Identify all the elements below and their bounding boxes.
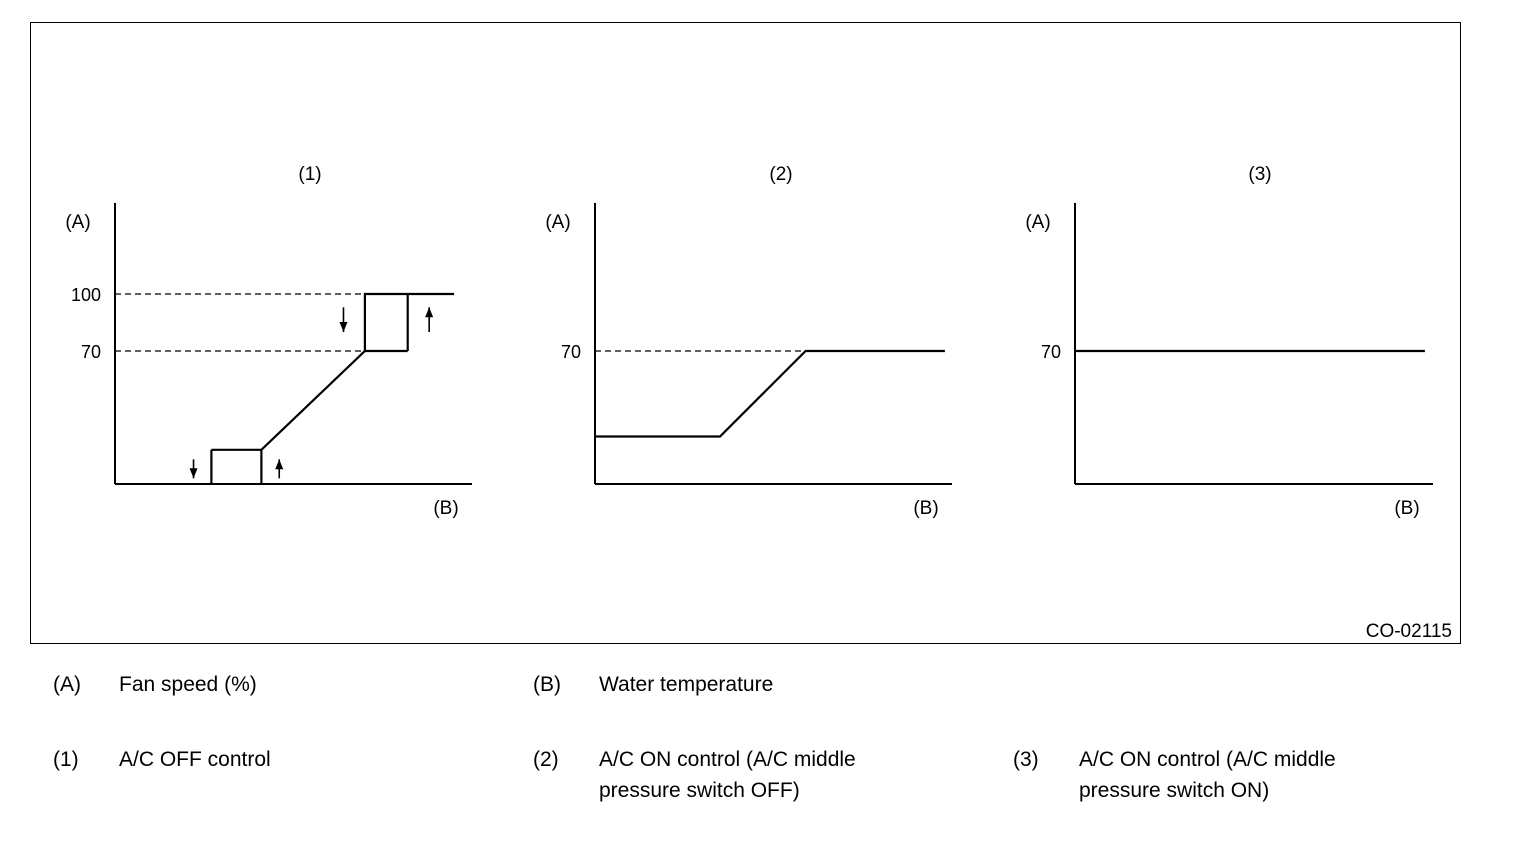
legend-row-2: (1) A/C OFF control (2) A/C ON control (…	[0, 744, 1536, 814]
series-line-1	[595, 349, 945, 438]
series-line-1	[211, 349, 408, 451]
legend-code: (1)	[53, 748, 79, 771]
legend-text: A/C OFF control	[119, 748, 271, 771]
y-tick-label: 70	[561, 342, 581, 362]
arrow-down-icon	[339, 322, 348, 332]
y-axis-label: (A)	[1025, 212, 1050, 233]
chart-title: (2)	[769, 164, 792, 185]
series-line-4	[363, 292, 455, 351]
legend-row-1: (A) Fan speed (%) (B) Water temperature	[0, 669, 1536, 700]
arrow-up-icon	[425, 307, 434, 318]
legend-code: (B)	[533, 673, 561, 696]
legend-code: (2)	[533, 748, 559, 771]
chart-panel-3: (3) (A) (B) 70	[1025, 164, 1433, 519]
x-axis-label: (B)	[1394, 498, 1419, 519]
chart-panel-1: (1) (A) (B) 100 70	[65, 164, 472, 519]
arrow-up-icon	[275, 459, 284, 470]
y-tick-label: 70	[1041, 342, 1061, 362]
legend-code: (A)	[53, 673, 81, 696]
figure-code: CO-02115	[1366, 621, 1452, 642]
chart-title: (1)	[298, 164, 321, 185]
arrow-down-icon	[189, 468, 198, 479]
y-axis-label: (A)	[65, 212, 90, 233]
x-axis-label: (B)	[913, 498, 938, 519]
y-axis-label: (A)	[545, 212, 570, 233]
chart-panel-2: (2) (A) (B) 70	[545, 164, 952, 519]
y-tick-label: 100	[71, 285, 101, 305]
legend-text: Fan speed (%)	[119, 673, 257, 696]
legend-code: (3)	[1013, 748, 1039, 771]
legend-text: A/C ON control (A/C middle pressure swit…	[599, 748, 856, 802]
chart-title: (3)	[1248, 164, 1271, 185]
figure-frame	[30, 22, 1461, 644]
legend-text: A/C ON control (A/C middle pressure swit…	[1079, 748, 1336, 802]
legend-text: Water temperature	[599, 673, 774, 696]
y-tick-label: 70	[81, 342, 101, 362]
x-axis-label: (B)	[433, 498, 458, 519]
